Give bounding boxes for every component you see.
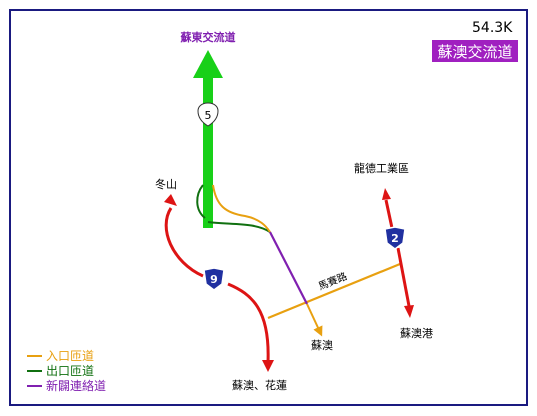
route-9-number: 9 [210,273,218,286]
legend-label-exit: 出口匝道 [46,364,94,378]
map-frame [9,9,528,406]
road-mayao [267,262,401,320]
label-mayao-road: 馬賽路 [316,269,349,292]
legend-label-entrance: 入口匝道 [46,349,94,363]
label-suao-port: 蘇澳港 [400,327,433,340]
route-9-north-arrow [164,194,177,206]
route-2-shield: 2 [384,226,406,250]
legend-label-connector: 新闢連絡道 [46,378,106,393]
route-2-number: 2 [391,232,399,245]
route-9-south-arrow [262,360,274,372]
exit-ramp-left [196,184,206,219]
freeway-5-shield: 5 [197,102,219,127]
label-suao: 蘇澳 [311,339,333,352]
interchange-title: 蘇澳交流道 [437,43,512,61]
label-suao-hualien: 蘇澳、花蓮 [232,378,287,392]
route-2-north [384,199,394,229]
route-9-north [164,207,204,278]
freeway-5-line [203,78,213,228]
distance-marker: 54.3K [472,20,513,36]
exit-ramp-right [207,221,271,233]
legend: 入口匝道 出口匝道 新闢連絡道 [27,349,106,393]
route-2-south [396,247,411,307]
freeway-5-arrow [193,50,223,78]
new-connector-road [269,231,308,305]
road-to-suao [306,303,323,337]
label-longde: 龍德工業區 [354,161,409,175]
route-9-shield: 9 [203,267,225,291]
interchange-title-badge [432,40,518,62]
label-north-destination: 蘇東交流道 [180,30,236,44]
route-9-south [227,282,270,363]
label-dongshan: 冬山 [155,177,177,191]
freeway-5-number: 5 [205,109,212,122]
entrance-ramp [212,184,271,233]
route-2-north-arrow [382,188,391,200]
route-2-south-arrow [404,305,414,318]
